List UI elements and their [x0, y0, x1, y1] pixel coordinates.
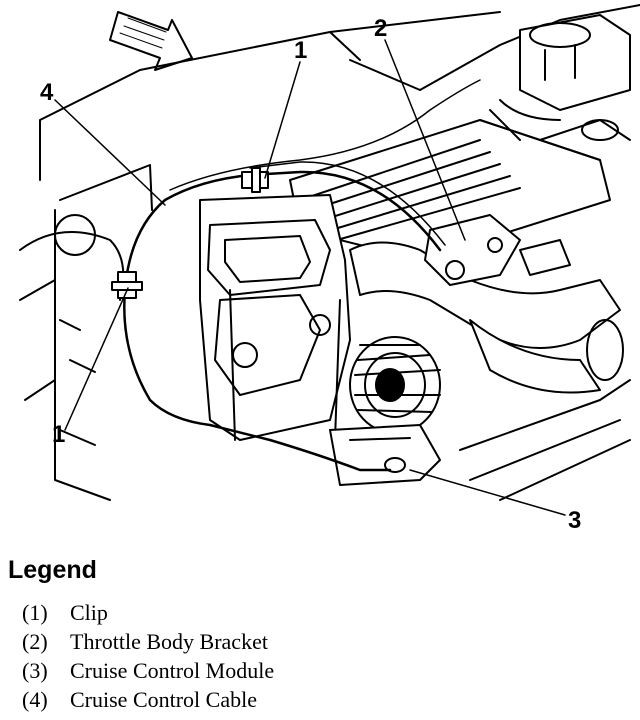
throttle-body-bracket — [424, 214, 571, 286]
legend-item-number: (1) — [22, 600, 48, 625]
legend-item-number: (4) — [22, 687, 48, 712]
legend-title: Legend — [8, 556, 97, 584]
legend-list: (1) Clip (2) Throttle Body Bracket (3) Crui… — [22, 598, 274, 714]
legend-item: (3) Cruise Control Module — [22, 656, 274, 685]
alternator — [349, 336, 441, 434]
callout-1-top: 1 — [294, 37, 307, 64]
callout-1-left: 1 — [52, 421, 65, 448]
legend-item: (2) Throttle Body Bracket — [22, 627, 274, 656]
callout-labels: 1 2 3 4 1 — [40, 15, 581, 534]
engine-bay-illustration: 1 2 3 4 1 — [19, 4, 640, 534]
clip-upper — [241, 167, 269, 193]
legend-item-label: Clip — [70, 600, 108, 625]
callout-3: 3 — [568, 507, 581, 534]
legend-item: (1) Clip — [22, 598, 274, 627]
legend-item-label: Cruise Control Module — [70, 658, 275, 683]
legend-item-label: Throttle Body Bracket — [70, 629, 268, 654]
leader-lines — [54, 39, 566, 516]
cruise-control-module — [329, 424, 441, 486]
legend-item-number: (2) — [22, 629, 48, 654]
vehicle-body-lines — [19, 4, 640, 501]
callout-2: 2 — [374, 15, 387, 42]
legend-item-number: (3) — [22, 658, 48, 683]
callout-4: 4 — [40, 79, 54, 106]
brake-reservoir — [489, 14, 631, 141]
intake-tube — [349, 241, 624, 394]
legend-item: (4) Cruise Control Cable — [22, 685, 274, 714]
clip-left — [111, 271, 143, 299]
legend-item-label: Cruise Control Cable — [70, 687, 257, 712]
engine-valve-cover — [289, 119, 631, 261]
accessory-housing — [199, 194, 351, 441]
